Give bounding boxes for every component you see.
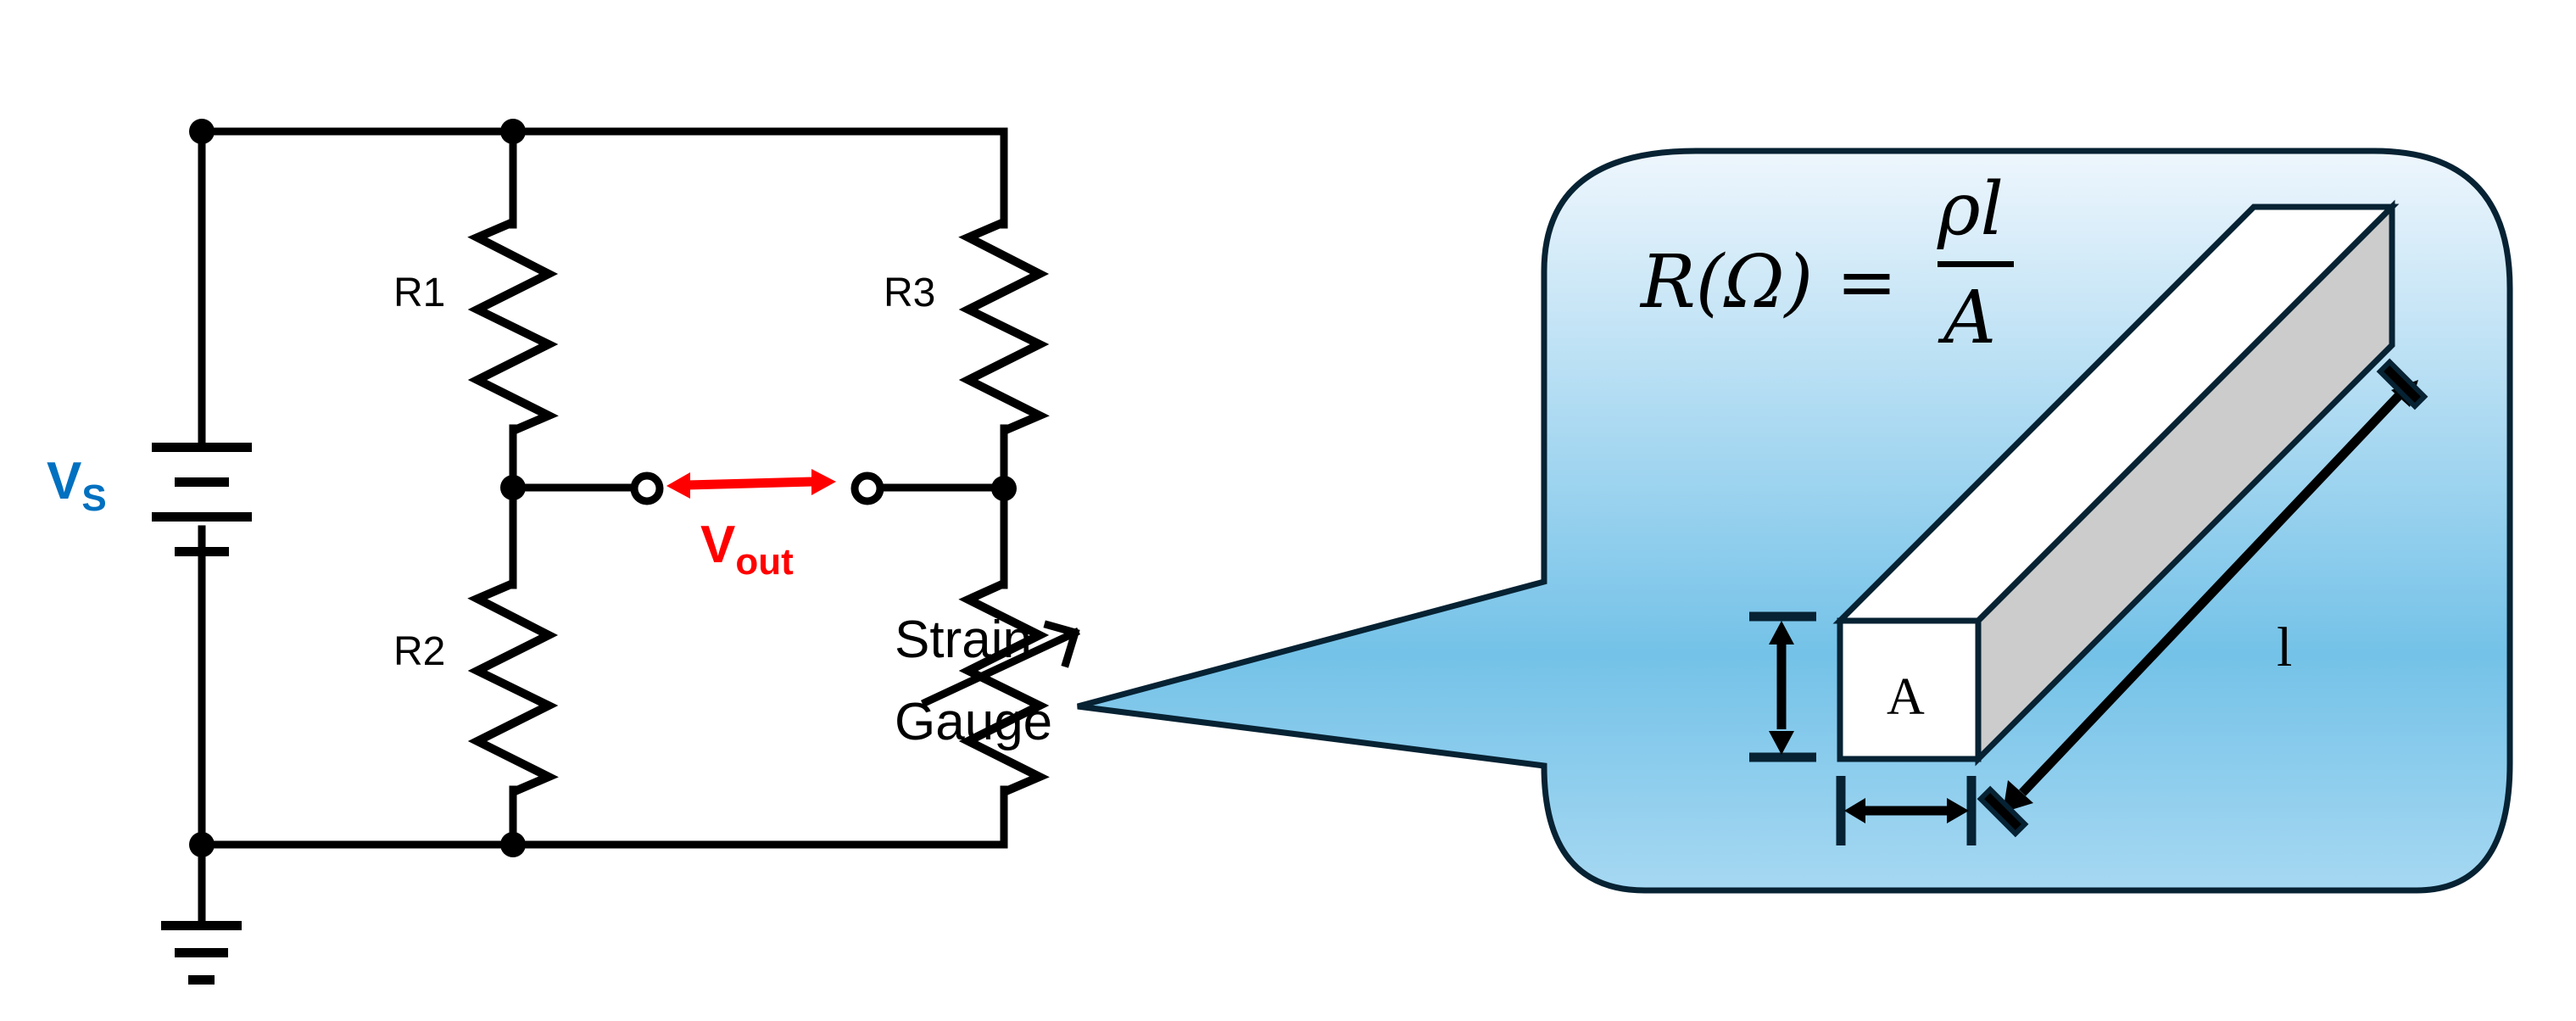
bar-front-face [1837, 617, 1982, 762]
output-voltage-arrow-icon [666, 469, 836, 499]
strain-gauge-resistor-icon [958, 579, 1050, 796]
variable-resistance-arrow-icon [921, 620, 1080, 707]
conductor-bar-3d: A [1832, 199, 2400, 767]
output-voltage-label: Vout [700, 516, 794, 583]
resistor-r2-label: R2 [393, 629, 445, 674]
strain-gauge-label-line2: Gauge [895, 693, 1052, 751]
output-terminal-left [630, 471, 664, 505]
height-dimension-icon [1749, 611, 1816, 762]
junction-node [500, 832, 526, 857]
formula-numerator: ρl [1937, 167, 2004, 252]
resistor-r3-label: R3 [884, 271, 935, 315]
strain-gauge-label-line1: Strain [895, 611, 1032, 669]
junction-node [189, 832, 215, 857]
battery-plate-long-2 [152, 512, 252, 522]
junction-node [991, 476, 1017, 501]
ground-icon [161, 921, 242, 985]
output-terminal-right [850, 471, 884, 505]
width-dimension-icon [1836, 776, 1977, 845]
battery-plate-short-1 [175, 477, 229, 487]
junction-node [500, 119, 526, 144]
resistor-r3-icon [958, 218, 1050, 435]
resistor-r1-icon [467, 218, 559, 435]
resistor-r1-label: R1 [393, 271, 445, 315]
resistor-r2-icon [467, 579, 559, 796]
source-voltage-label: VS [47, 452, 107, 519]
strain-gauge-callout: R(Ω) = ρl A A [1077, 148, 2513, 894]
length-dimension-icon [1977, 358, 2428, 838]
junction-node [189, 119, 215, 144]
formula-lhs: R(Ω) = [1639, 240, 1898, 325]
battery-plate-long-1 [152, 443, 252, 452]
formula-fraction-bar [1938, 261, 2014, 267]
battery-plate-short-2 [175, 547, 229, 556]
junction-node [500, 475, 526, 500]
cross-section-area-label: A [1887, 668, 1925, 726]
battery-symbol [152, 443, 252, 556]
resistance-formula: R(Ω) = ρl A [1639, 167, 2014, 360]
length-label: l [2277, 617, 2292, 678]
wheatstone-bridge-circuit: VS R1 R2 Strain Gauge R3 [47, 119, 1080, 985]
formula-denominator: A [1938, 276, 1996, 360]
